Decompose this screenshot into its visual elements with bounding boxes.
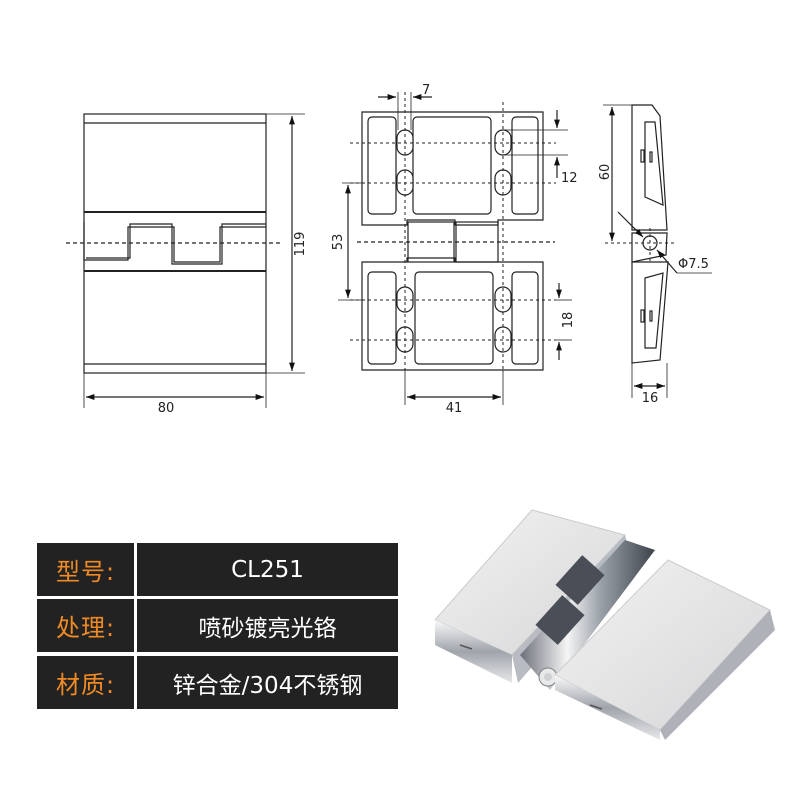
spec-value-model: CL251: [137, 543, 398, 596]
dim-pin-diameter: Φ7.5: [678, 257, 709, 272]
spec-label-material: 材质:: [37, 656, 134, 709]
spec-row-model: 型号: CL251: [37, 543, 398, 596]
dim-slot-width-7: 7: [422, 83, 430, 98]
spec-label-finish: 处理:: [37, 599, 134, 652]
dim-hole-pitch-53: 53: [331, 234, 346, 251]
spec-value-finish: 喷砂镀亮光铬: [137, 599, 398, 652]
spec-table: 型号: CL251 处理: 喷砂镀亮光铬 材质: 锌合金/304不锈钢: [37, 543, 398, 709]
spec-label-model: 型号:: [37, 543, 134, 596]
technical-drawing: 80 119 7 12 53 18 41 60 Φ7.5 16: [66, 83, 712, 416]
dim-hole-pitch-41: 41: [446, 401, 463, 416]
product-photo-hinge: [434, 509, 775, 740]
dim-width-80: 80: [158, 401, 175, 416]
dim-thickness-16: 16: [642, 391, 659, 406]
mounting-view: [338, 92, 572, 405]
front-view: [66, 113, 305, 408]
dim-height-119: 119: [293, 232, 308, 257]
dim-height-60: 60: [598, 164, 613, 181]
spec-row-material: 材质: 锌合金/304不锈钢: [37, 656, 398, 709]
side-view: [603, 104, 712, 398]
dim-slot-spacing-12: 12: [561, 171, 578, 186]
spec-value-material: 锌合金/304不锈钢: [137, 656, 398, 709]
spec-row-finish: 处理: 喷砂镀亮光铬: [37, 599, 398, 652]
dim-slot-spacing-18: 18: [561, 312, 576, 329]
